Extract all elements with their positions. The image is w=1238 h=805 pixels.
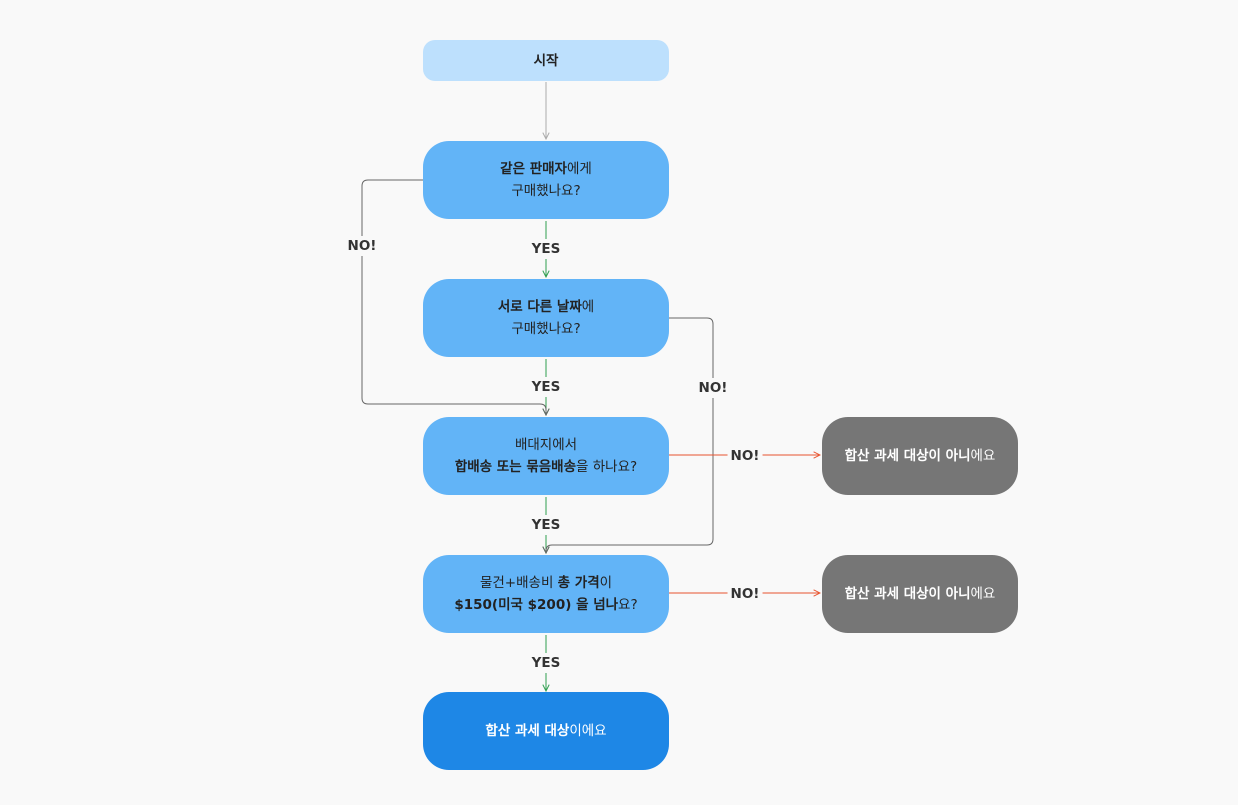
question-combined-shipping: 배대지에서 합배송 또는 묶음배송을 하나요? — [423, 417, 669, 495]
text-segment: 물건+배송비 — [479, 575, 558, 591]
text-segment: 에요 — [970, 448, 996, 464]
yes-label: YES — [528, 515, 564, 535]
bold-text-segment: 합배송 또는 묶음배송 — [454, 459, 577, 475]
result-line: 합산 과세 대상이 아니에요 — [845, 583, 996, 605]
yes-label: YES — [528, 239, 564, 259]
result-taxable: 합산 과세 대상이에요 — [423, 692, 669, 770]
bold-text-segment: 합산 과세 대상이 아니 — [844, 448, 971, 464]
yes-label: YES — [528, 377, 564, 397]
text-segment: 을 하나요? — [576, 459, 638, 475]
text-segment: 에게 — [566, 161, 592, 177]
question-line: 합배송 또는 묶음배송을 하나요? — [455, 456, 637, 478]
text-segment: 에 — [581, 299, 595, 315]
question-line: 배대지에서 — [515, 434, 577, 456]
text-segment: 구매했나요? — [511, 321, 581, 337]
arrow-no-q2-to-q4 — [546, 317, 714, 553]
start-node-label: 시작 — [533, 52, 559, 69]
arrow-no-q1-to-q3 — [361, 179, 546, 415]
bold-text-segment: $150(미국 $200) 을 넘나 — [454, 597, 619, 613]
question-line: 서로 다른 날짜에 — [498, 296, 594, 318]
result-line: 합산 과세 대상이에요 — [485, 720, 606, 742]
yes-label: YES — [528, 653, 564, 673]
text-segment: 이 — [599, 575, 613, 591]
bold-text-segment: 합산 과세 대상이 아니 — [844, 586, 971, 602]
question-line: 구매했나요? — [511, 318, 580, 340]
result-line: 합산 과세 대상이 아니에요 — [845, 445, 996, 467]
bold-text-segment: 합산 과세 대상 — [485, 723, 570, 739]
text-segment: 요? — [618, 597, 638, 613]
text-segment: 에요 — [970, 586, 996, 602]
result-not-taxable-price: 합산 과세 대상이 아니에요 — [822, 555, 1018, 633]
question-different-date: 서로 다른 날짜에 구매했나요? — [423, 279, 669, 357]
question-same-seller: 같은 판매자에게 구매했나요? — [423, 141, 669, 219]
no-label: NO! — [727, 446, 763, 466]
no-label: NO! — [695, 378, 731, 398]
text-segment: 이에요 — [569, 723, 607, 739]
question-line: 물건+배송비 총 가격이 — [480, 572, 612, 594]
text-segment: 구매했나요? — [511, 183, 581, 199]
no-label: NO! — [344, 236, 380, 256]
question-line: 구매했나요? — [511, 180, 580, 202]
no-label: NO! — [727, 584, 763, 604]
question-total-price: 물건+배송비 총 가격이 $150(미국 $200) 을 넘나요? — [423, 555, 669, 633]
bold-text-segment: 총 가격 — [557, 575, 600, 591]
question-line: $150(미국 $200) 을 넘나요? — [454, 594, 637, 616]
result-not-taxable-shipping: 합산 과세 대상이 아니에요 — [822, 417, 1018, 495]
text-segment: 배대지에서 — [514, 437, 578, 453]
start-node: 시작 — [423, 40, 669, 81]
bold-text-segment: 서로 다른 날짜 — [497, 299, 582, 315]
bold-text-segment: 같은 판매자 — [500, 161, 567, 177]
question-line: 같은 판매자에게 — [500, 158, 592, 180]
